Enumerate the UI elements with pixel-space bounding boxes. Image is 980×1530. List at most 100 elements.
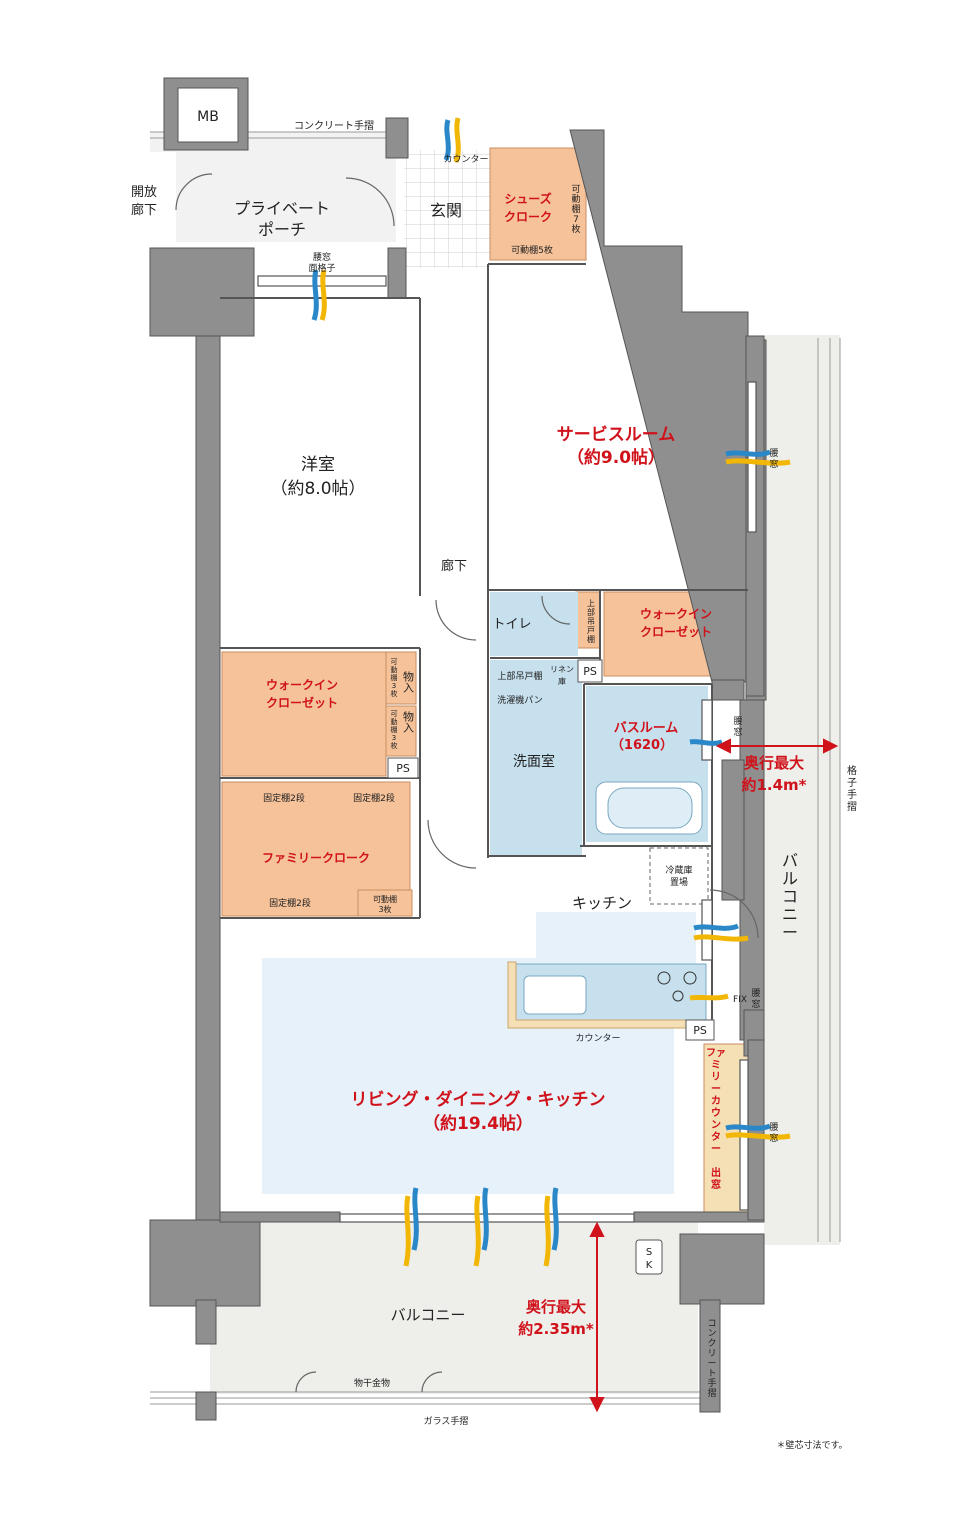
service-room-label-1: サービスルーム xyxy=(557,425,676,445)
koshimado-label-ldk: 腰 窓 xyxy=(769,1122,778,1144)
koshimado-label-kitchen: 腰 窓 xyxy=(751,988,760,1010)
shoes-cloak-label-1: シューズ xyxy=(504,191,551,206)
svg-text:腰: 腰 xyxy=(769,1122,778,1133)
wic-left xyxy=(221,651,387,777)
movable-3-b-label: 可 動 棚 3 枚 xyxy=(391,710,398,750)
svg-text:腰: 腰 xyxy=(769,448,778,459)
svg-text:3: 3 xyxy=(392,682,396,690)
svg-text:腰: 腰 xyxy=(733,716,742,727)
svg-text:手: 手 xyxy=(707,1377,716,1389)
lattice-rail-right xyxy=(817,338,841,1242)
wic-left-label-1: ウォークイン xyxy=(266,678,338,692)
storage-2 xyxy=(385,705,417,757)
svg-text:動: 動 xyxy=(391,717,398,726)
washroom-area xyxy=(490,660,582,856)
svg-text:手: 手 xyxy=(847,788,857,801)
svg-text:腰: 腰 xyxy=(751,988,760,999)
private-porch-label-1: プライベート xyxy=(234,199,330,218)
movable-shelf-7-label: 可 動 棚 7 枚 xyxy=(571,184,580,235)
bathroom-label-2: （1620） xyxy=(611,737,673,753)
fixed-shelf-c-label: 固定棚2段 xyxy=(269,897,311,909)
concrete-rail-top-label: コンクリート手摺 xyxy=(294,119,374,132)
drying-hardware-label: 物干金物 xyxy=(354,1377,390,1389)
depth-arrow-right xyxy=(715,738,839,754)
svg-text:ン: ン xyxy=(707,1329,716,1339)
svg-text:部: 部 xyxy=(587,607,595,617)
svg-text:出: 出 xyxy=(711,1166,721,1179)
movable-3-c-label-1: 可動棚 xyxy=(373,894,397,904)
linen-label-2: 庫 xyxy=(558,676,566,686)
bathroom-label-1: バスルーム xyxy=(614,721,679,736)
svg-text:ク: ク xyxy=(707,1338,716,1349)
family-cloak-movable xyxy=(357,889,413,917)
linen-label-1: リネン xyxy=(550,665,574,674)
koshimado-label-bath: 腰 窓 xyxy=(733,716,742,738)
sk-label-2: K xyxy=(646,1260,653,1271)
shoes-cloak-label-2: クローク xyxy=(504,210,552,224)
glass-rail-label: ガラス手摺 xyxy=(424,1415,469,1427)
family-cloak-label: ファミリークローク xyxy=(262,851,370,865)
doors xyxy=(175,173,759,1393)
balcony-bottom-area xyxy=(210,1222,698,1394)
ldk-label-1: リビング・ダイニング・キッチン xyxy=(351,1089,606,1110)
sk-label-1: S xyxy=(646,1247,652,1258)
svg-text:動: 動 xyxy=(571,194,580,205)
storage-1 xyxy=(385,651,417,705)
fixed-shelf-b-label: 固定棚2段 xyxy=(353,792,395,804)
svg-text:ン: ン xyxy=(711,1120,721,1131)
ps-label-right: PS xyxy=(693,1024,707,1037)
svg-text:可: 可 xyxy=(391,658,398,666)
svg-text:格: 格 xyxy=(847,764,857,777)
private-porch-area xyxy=(176,150,396,242)
svg-text:ー: ー xyxy=(782,923,798,942)
ldk-label-2: （約19.4帖） xyxy=(423,1113,533,1134)
upper-hanging-shelf-label: 上部吊戸棚 xyxy=(497,670,542,682)
stove-burner-1 xyxy=(657,971,671,985)
depth-bottom-label-2: 約2.35m* xyxy=(518,1320,594,1338)
svg-text:窓: 窓 xyxy=(769,458,778,470)
svg-text:カ: カ xyxy=(711,1095,721,1107)
svg-text:ル: ル xyxy=(782,869,798,888)
stove-burner-2 xyxy=(683,971,697,985)
svg-text:枚: 枚 xyxy=(571,223,580,235)
kitchen-floor xyxy=(536,912,696,964)
svg-text:上: 上 xyxy=(587,599,595,608)
movable-3-c-label-2: 3枚 xyxy=(378,904,391,914)
wic-left-label-2: クローゼット xyxy=(266,695,338,710)
depth-arrow-bottom xyxy=(589,1221,605,1413)
svg-text:コ: コ xyxy=(707,1319,716,1329)
toilet-label: トイレ xyxy=(492,617,531,632)
concrete-rail-side-label: コ ン ク リ ー ト 手 摺 xyxy=(707,1319,716,1399)
koshimado-label-service: 腰 窓 xyxy=(769,448,778,470)
entrance-floor xyxy=(404,150,490,268)
ps-label-left: PS xyxy=(396,762,410,775)
bathtub-inner xyxy=(607,787,693,829)
svg-text:棚: 棚 xyxy=(587,634,595,644)
svg-text:棚: 棚 xyxy=(571,203,580,215)
svg-text:戸: 戸 xyxy=(587,626,595,635)
open-corridor-label-1: 開放 xyxy=(131,185,157,200)
svg-text:リ: リ xyxy=(707,1349,716,1359)
kitchen-label: キッチン xyxy=(572,894,632,912)
ps-label-mid: PS xyxy=(583,665,597,678)
private-porch-label-2: ポーチ xyxy=(258,220,306,239)
svg-text:ー: ー xyxy=(711,1144,721,1155)
svg-text:リ: リ xyxy=(711,1071,721,1083)
svg-text:摺: 摺 xyxy=(847,800,857,813)
svg-text:棚: 棚 xyxy=(391,673,398,682)
stove-burner-3 xyxy=(672,990,684,1002)
fridge-space xyxy=(649,847,709,905)
washroom-label: 洗面室 xyxy=(513,753,555,770)
service-room-label-2: （約9.0帖） xyxy=(567,447,665,468)
footnote: ＊壁芯寸法です。 xyxy=(776,1439,847,1451)
depth-right-label-2: 約1.4m* xyxy=(741,776,806,794)
svg-text:ニ: ニ xyxy=(782,905,798,924)
mb-label: MB xyxy=(197,109,219,125)
western-room-label-2: （約8.0帖） xyxy=(270,479,365,499)
svg-text:摺: 摺 xyxy=(707,1387,716,1399)
svg-text:タ: タ xyxy=(711,1131,721,1143)
svg-text:窓: 窓 xyxy=(751,998,760,1010)
wic-right-label-2: クローゼット xyxy=(640,624,712,639)
sink xyxy=(523,975,587,1015)
